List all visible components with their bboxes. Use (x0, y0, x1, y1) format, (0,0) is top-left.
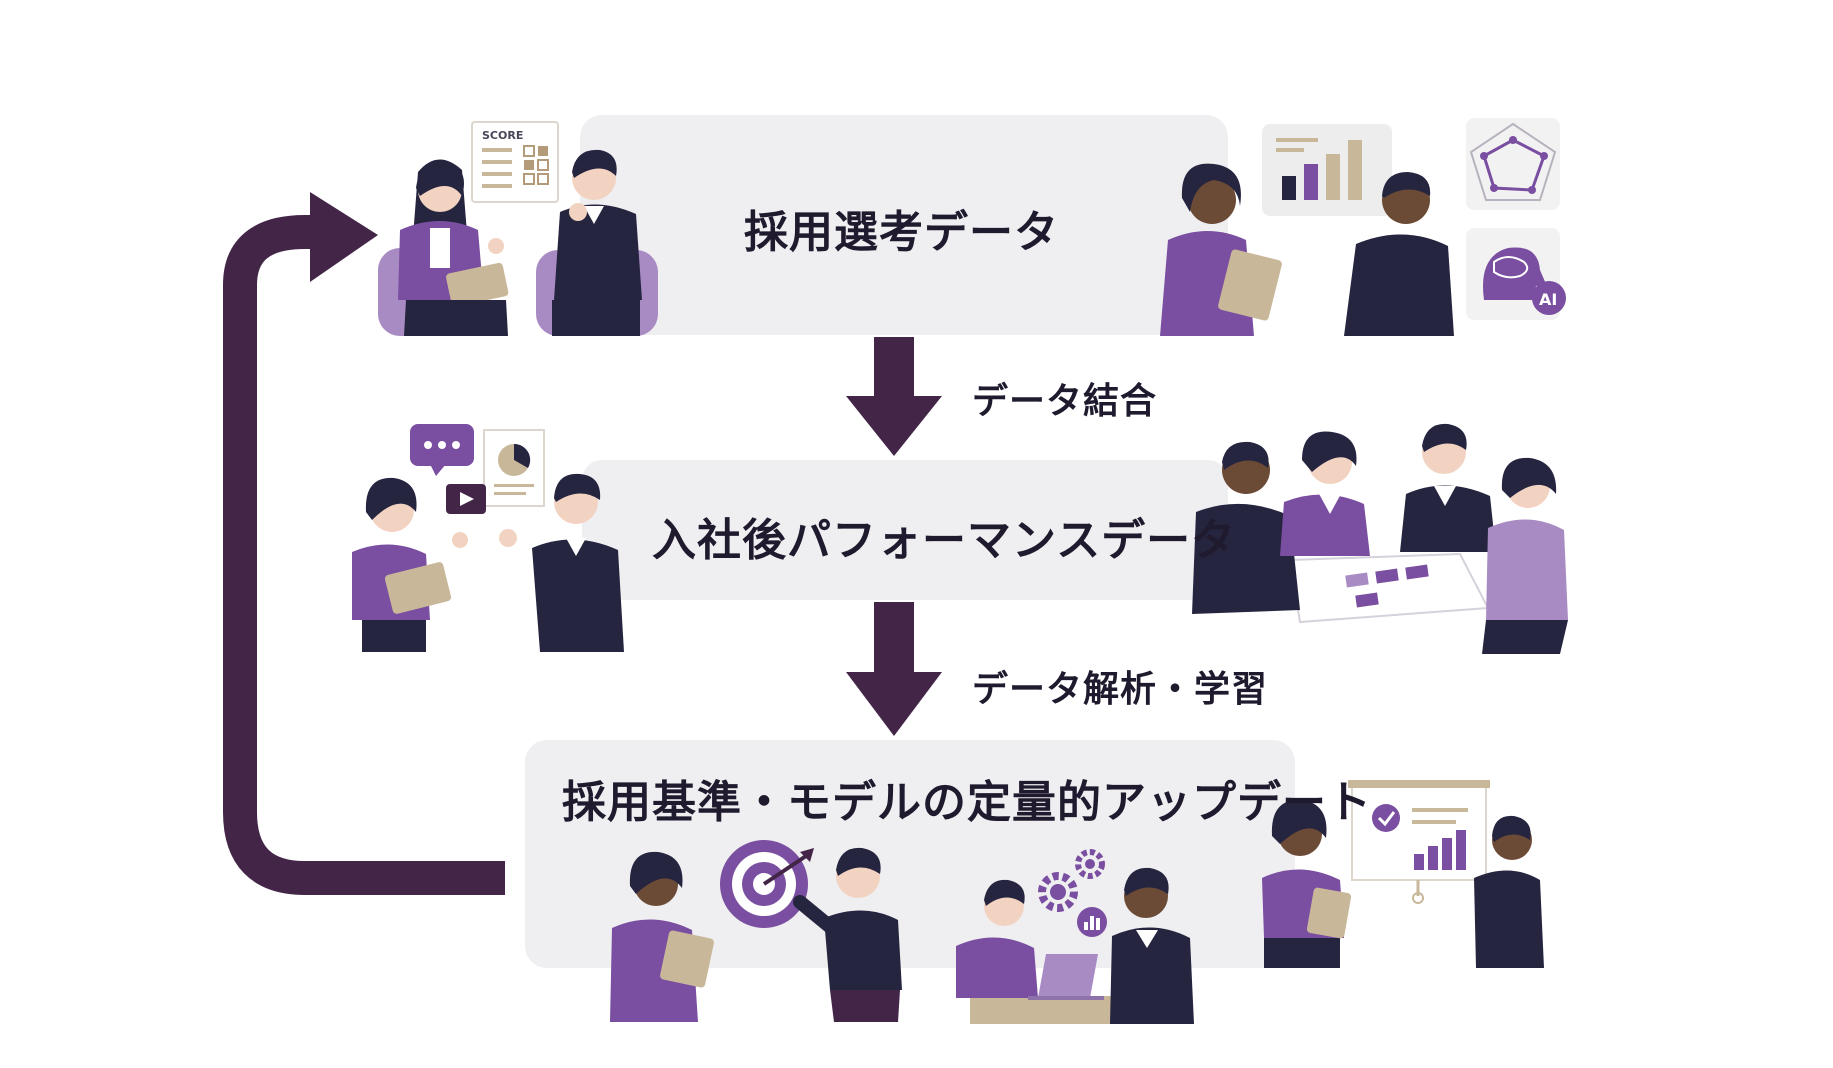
stage-title-2: 入社後パフォーマンスデータ (652, 515, 1237, 566)
ai-badge-label: AI (1539, 290, 1557, 309)
stage-panel-1 (580, 115, 1228, 335)
stage-panel-3 (525, 740, 1295, 968)
chat-bubble-icon (410, 424, 474, 476)
stage-panel-2 (582, 460, 1228, 600)
score-card-label: SCORE (482, 129, 523, 142)
discussion-illustration (352, 424, 624, 652)
target-icon (720, 840, 814, 928)
checkmark-icon (1372, 804, 1400, 832)
ai-brain-icon: AI (1466, 228, 1566, 320)
pie-chart-icon (483, 429, 545, 507)
presentation-board (1348, 780, 1490, 904)
loop-back-arrow (223, 192, 505, 895)
stage-title-3: 採用基準・モデルの定量的アップデート (562, 777, 1372, 828)
bar-chart-icon (1262, 124, 1392, 216)
team-meeting-illustration (1192, 423, 1568, 654)
interview-illustration: SCORE (378, 121, 658, 336)
video-play-icon (446, 484, 486, 514)
laptop-illustration (956, 849, 1194, 1024)
step-label-2: データ解析・学習 (972, 669, 1269, 710)
analytics-illustration: AI (1160, 118, 1566, 336)
target-illustration (610, 840, 902, 1022)
step-label-1: データ結合 (972, 381, 1158, 422)
down-arrow-2 (846, 602, 942, 736)
gear-icon (1038, 849, 1105, 912)
radar-chart-icon (1466, 118, 1560, 210)
presentation-illustration (1262, 780, 1544, 968)
down-arrow-1 (846, 337, 942, 456)
score-card-icon: SCORE (471, 121, 559, 203)
stage-title-1: 採用選考データ (744, 207, 1059, 258)
